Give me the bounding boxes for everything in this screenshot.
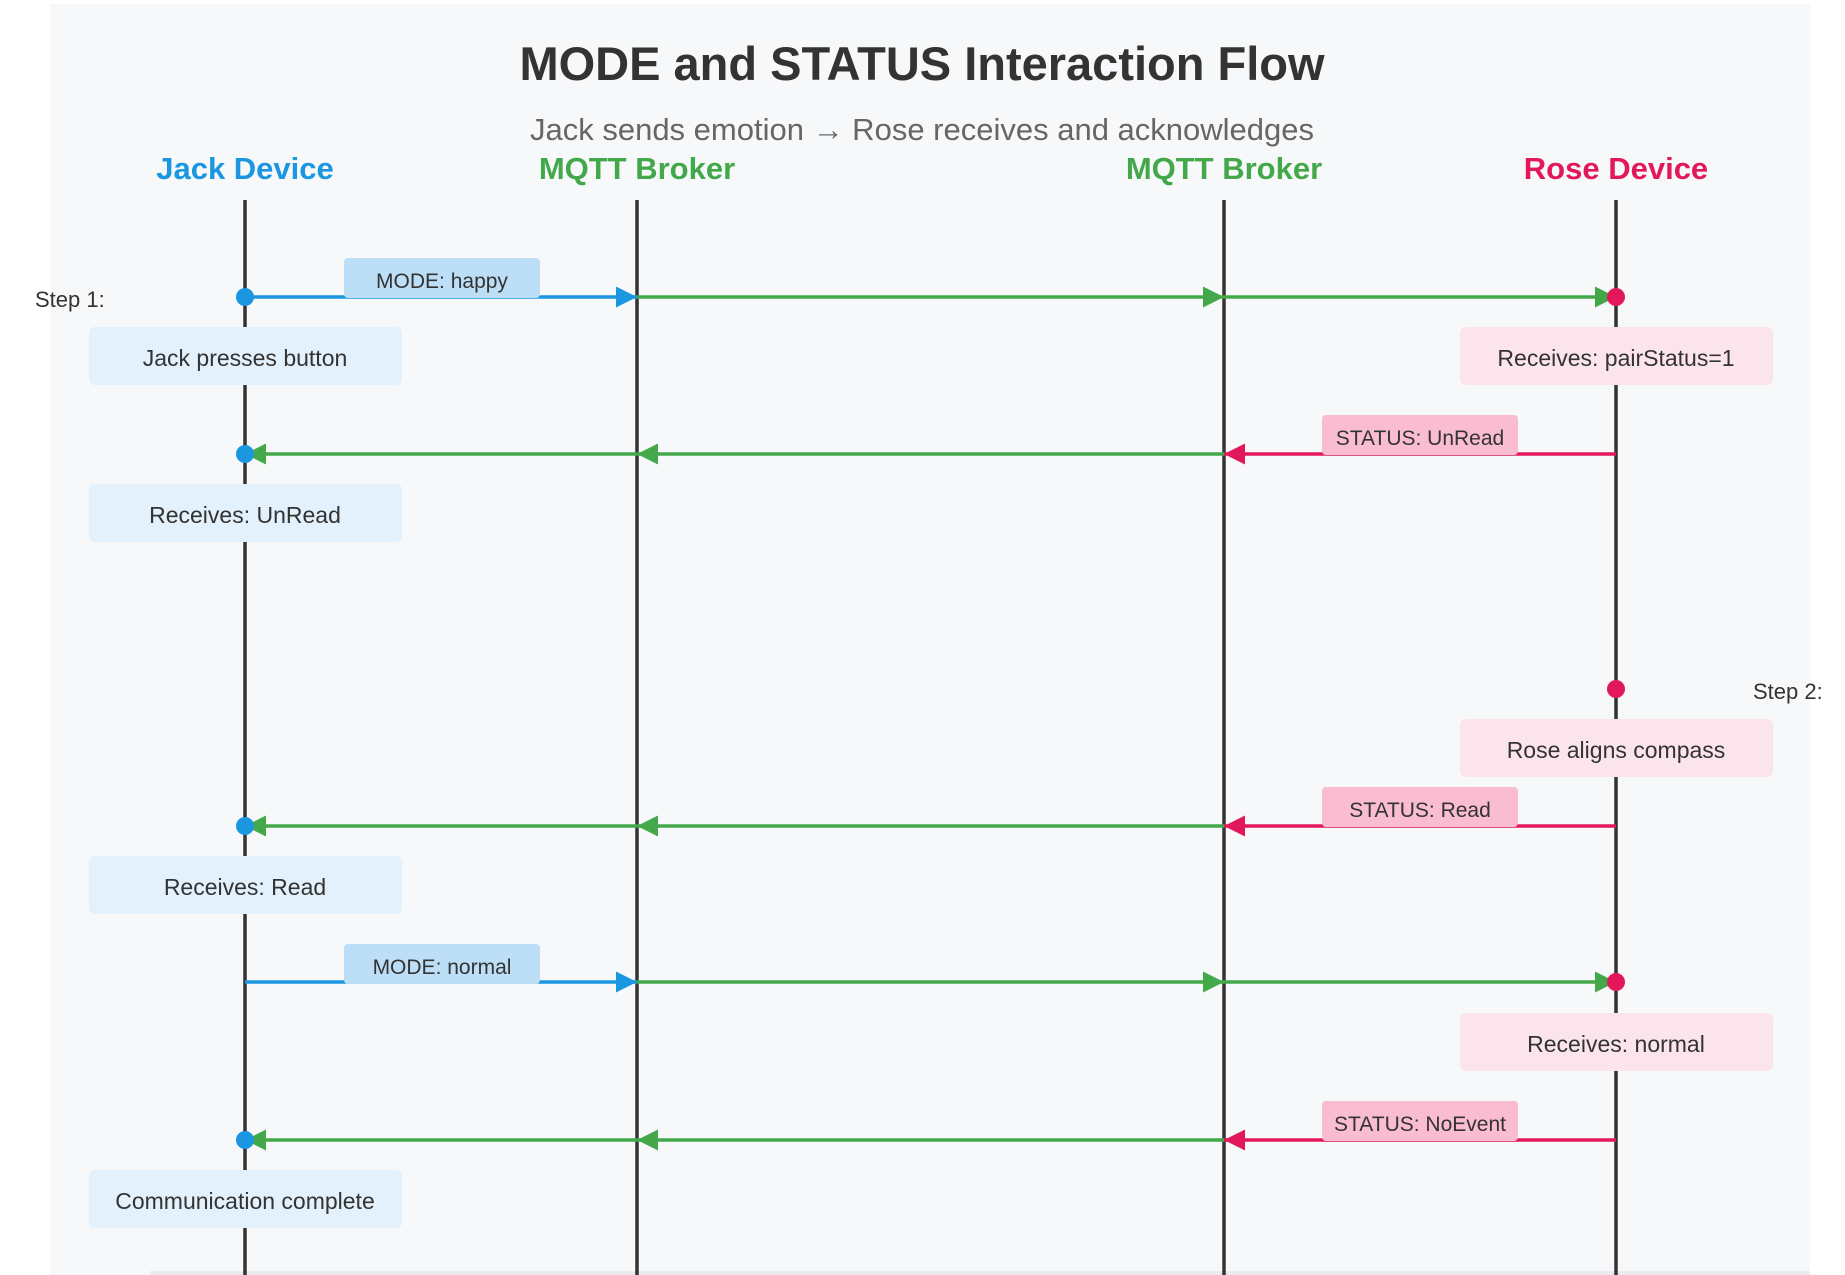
note-communication-complete: Communication complete	[115, 1188, 375, 1214]
note-box-rose	[1460, 1013, 1773, 1071]
note-rose-pair-status: Receives: pairStatus=1	[1497, 345, 1734, 371]
note-rose-aligns-compass: Rose aligns compass	[1507, 737, 1726, 763]
note-box-jack	[89, 856, 402, 914]
actor-mqtt-broker-2: MQTT Broker	[1126, 151, 1322, 186]
note-box-rose	[1460, 327, 1773, 385]
message-status-read: STATUS: Read	[1349, 799, 1491, 822]
message-status-unread: STATUS: UnRead	[1336, 427, 1504, 450]
message-mode-happy: MODE: happy	[376, 270, 508, 293]
actor-jack-device: Jack Device	[156, 151, 334, 186]
activation-dot	[1607, 680, 1625, 698]
diagram-subtitle: Jack sends emotion → Rose receives and a…	[530, 112, 1314, 147]
note-jack-receives-read: Receives: Read	[164, 874, 326, 900]
message-status-noevent: STATUS: NoEvent	[1334, 1113, 1506, 1136]
message-label-box	[344, 258, 540, 298]
activation-dot	[236, 1131, 254, 1149]
note-box-rose	[1460, 719, 1773, 777]
activation-dot	[236, 445, 254, 463]
message-label-box	[344, 944, 540, 984]
actor-mqtt-broker-1: MQTT Broker	[539, 151, 735, 186]
message-label-box	[1322, 1101, 1518, 1141]
activation-dot	[1607, 288, 1625, 306]
message-label-box	[1322, 415, 1518, 455]
activation-dot	[236, 288, 254, 306]
actor-rose-device: Rose Device	[1524, 151, 1708, 186]
activation-dot	[236, 817, 254, 835]
message-mode-normal: MODE: normal	[373, 956, 512, 979]
note-jack-receives-unread: Receives: UnRead	[149, 502, 341, 528]
note-box-jack	[89, 484, 402, 542]
activation-dot	[1607, 973, 1625, 991]
note-rose-receives-normal: Receives: normal	[1527, 1031, 1705, 1057]
step-2-label: Step 2:	[1753, 679, 1823, 704]
step-1-label: Step 1:	[35, 287, 105, 312]
note-box-jack	[89, 327, 402, 385]
note-jack-presses-button: Jack presses button	[143, 345, 348, 371]
diagram-title: MODE and STATUS Interaction Flow	[519, 37, 1325, 90]
note-box-jack	[89, 1170, 402, 1228]
diagram-background	[50, 4, 1810, 1275]
message-label-box	[1322, 787, 1518, 827]
bottom-strip	[150, 1271, 1810, 1275]
